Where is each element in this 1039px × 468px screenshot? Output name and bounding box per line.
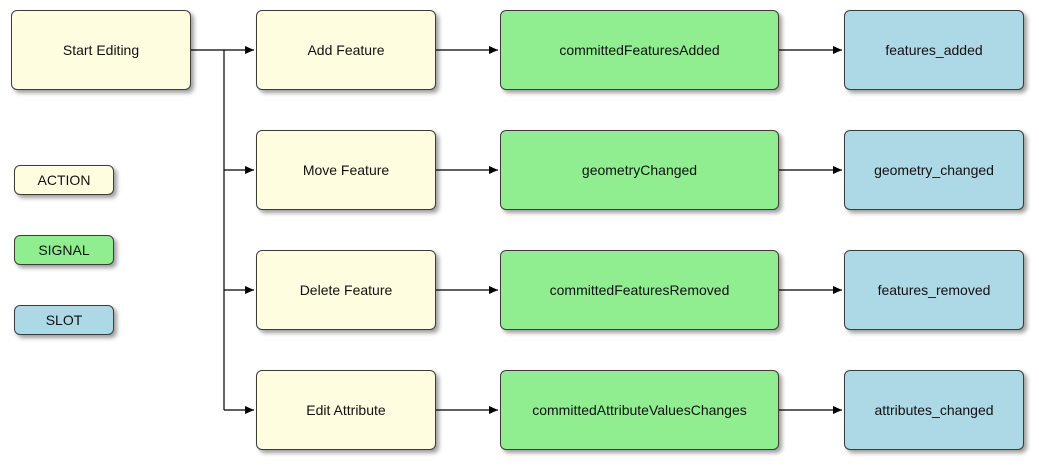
legend-action: ACTION xyxy=(14,165,114,195)
legend-signal: SIGNAL xyxy=(14,235,114,265)
signal-node-committed-features-removed: committedFeaturesRemoved xyxy=(500,250,779,330)
legend-slot: SLOT xyxy=(14,305,114,335)
action-node-delete-feature: Delete Feature xyxy=(256,250,436,330)
signal-node-geometry-changed: geometryChanged xyxy=(500,130,779,210)
signal-node-committed-features-added: committedFeaturesAdded xyxy=(500,10,779,90)
slot-node-features-added: features_added xyxy=(844,10,1024,90)
slot-node-geometry-changed: geometry_changed xyxy=(844,130,1024,210)
signal-node-committed-attribute-values-changes: committedAttributeValuesChanges xyxy=(500,370,779,450)
slot-node-attributes-changed: attributes_changed xyxy=(844,370,1024,450)
start-editing-node: Start Editing xyxy=(11,10,191,90)
action-node-move-feature: Move Feature xyxy=(256,130,436,210)
slot-node-features-removed: features_removed xyxy=(844,250,1024,330)
action-node-edit-attribute: Edit Attribute xyxy=(256,370,436,450)
action-node-add-feature: Add Feature xyxy=(256,10,436,90)
